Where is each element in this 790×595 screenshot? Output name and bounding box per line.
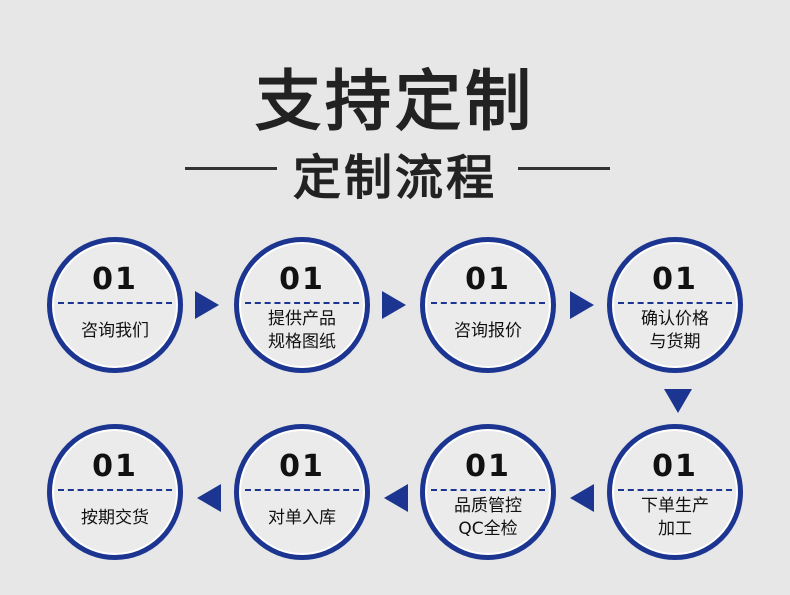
step-label: 下单生产 加工 bbox=[641, 496, 709, 539]
arrow-down-icon bbox=[664, 389, 692, 413]
process-step: 01 下单生产 加工 bbox=[607, 424, 743, 560]
dashed-divider bbox=[618, 489, 732, 491]
dashed-divider bbox=[245, 302, 359, 304]
arrow-right-icon bbox=[382, 291, 406, 319]
process-step: 01 咨询我们 bbox=[47, 237, 183, 373]
divider-right bbox=[518, 167, 610, 170]
step-number: 01 bbox=[92, 449, 138, 484]
step-label: 咨询报价 bbox=[454, 320, 522, 341]
step-label: 确认价格 与货期 bbox=[641, 309, 709, 352]
step-number: 01 bbox=[652, 449, 698, 484]
subtitle: 定制流程 bbox=[292, 150, 497, 206]
step-number: 01 bbox=[92, 262, 138, 297]
step-label: 提供产品 规格图纸 bbox=[268, 309, 336, 352]
arrow-right-icon bbox=[195, 291, 219, 319]
dashed-divider bbox=[58, 302, 172, 304]
process-step: 01 品质管控 QC全检 bbox=[420, 424, 556, 560]
step-number: 01 bbox=[279, 449, 325, 484]
page-title: 支持定制 bbox=[255, 63, 535, 140]
process-step: 01 对单入库 bbox=[234, 424, 370, 560]
dashed-divider bbox=[431, 489, 545, 491]
step-number: 01 bbox=[465, 449, 511, 484]
divider-left bbox=[185, 167, 277, 170]
arrow-left-icon bbox=[384, 484, 408, 512]
process-step: 01 按期交货 bbox=[47, 424, 183, 560]
step-label: 品质管控 QC全检 bbox=[454, 496, 522, 539]
process-step: 01 确认价格 与货期 bbox=[607, 237, 743, 373]
dashed-divider bbox=[245, 489, 359, 491]
arrow-left-icon bbox=[197, 484, 221, 512]
process-step: 01 咨询报价 bbox=[420, 237, 556, 373]
process-step: 01 提供产品 规格图纸 bbox=[234, 237, 370, 373]
step-number: 01 bbox=[652, 262, 698, 297]
step-label: 对单入库 bbox=[268, 507, 336, 528]
arrow-right-icon bbox=[570, 291, 594, 319]
dashed-divider bbox=[618, 302, 732, 304]
dashed-divider bbox=[58, 489, 172, 491]
step-number: 01 bbox=[279, 262, 325, 297]
step-label: 咨询我们 bbox=[81, 320, 149, 341]
arrow-left-icon bbox=[570, 484, 594, 512]
step-number: 01 bbox=[465, 262, 511, 297]
dashed-divider bbox=[431, 302, 545, 304]
step-label: 按期交货 bbox=[81, 507, 149, 528]
